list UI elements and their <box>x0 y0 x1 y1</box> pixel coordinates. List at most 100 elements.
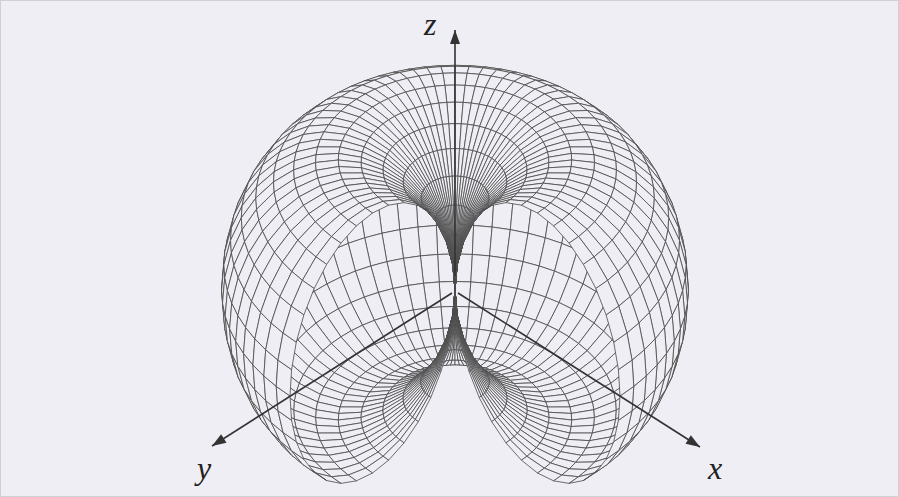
mesh-cell <box>440 343 449 371</box>
mesh-cell <box>462 224 472 243</box>
mesh-cell <box>569 473 594 483</box>
mesh-cell <box>457 244 463 266</box>
mesh-cell <box>547 167 571 173</box>
mesh-cell <box>439 281 455 306</box>
mesh-cell <box>340 401 364 407</box>
mesh-cell <box>457 240 464 265</box>
mesh-cell <box>455 290 457 316</box>
mesh-cell <box>455 66 469 73</box>
axis-label: y <box>197 452 211 484</box>
mesh-cell <box>457 240 464 265</box>
mesh-cell <box>470 369 483 396</box>
mesh-cell <box>439 343 448 370</box>
mesh-cell <box>429 370 441 397</box>
mesh-cell <box>447 242 453 265</box>
mesh-cell <box>455 290 457 316</box>
mesh-cell <box>316 425 340 433</box>
mesh-cell <box>457 243 463 266</box>
mesh-cell <box>455 290 457 316</box>
mesh-cell <box>457 316 462 343</box>
mesh-cell <box>455 290 457 316</box>
mesh-cell <box>453 290 455 316</box>
mesh-cell <box>506 440 527 460</box>
mesh-cell <box>453 290 455 316</box>
mesh-cell <box>596 450 619 472</box>
mesh-cell <box>457 242 463 265</box>
mesh-cell <box>437 222 447 243</box>
mesh-cell <box>448 244 454 266</box>
mesh-cell <box>570 425 594 433</box>
mesh-cell <box>446 241 453 265</box>
mesh-cell <box>400 420 419 443</box>
axis-line <box>212 293 452 446</box>
mesh-cell <box>439 225 448 244</box>
mesh-cell <box>463 222 473 243</box>
mesh-cell <box>469 212 481 227</box>
mesh-cell <box>291 280 314 315</box>
mesh-cell <box>546 401 570 407</box>
mesh-cell <box>453 290 455 316</box>
mesh-cell <box>446 240 453 265</box>
mesh-cell <box>455 290 457 316</box>
mesh-cell <box>427 369 440 396</box>
mesh-cell <box>457 243 463 265</box>
mesh-cell <box>316 473 341 483</box>
mesh-cell <box>462 343 471 370</box>
mesh-cell <box>446 240 453 265</box>
mesh-cell <box>339 167 363 173</box>
mesh-cell <box>455 290 457 316</box>
mesh-cell <box>461 343 470 371</box>
mesh-cell <box>455 290 457 316</box>
mesh-cell <box>455 290 457 315</box>
axis-label: x <box>708 452 722 484</box>
mesh-cell <box>453 290 455 315</box>
mesh-cell <box>447 316 453 343</box>
mesh-cell <box>463 223 473 243</box>
mesh-cell <box>453 290 455 316</box>
arrowhead <box>686 435 700 447</box>
coordinate-axes <box>212 30 700 447</box>
mesh-cell <box>596 280 619 315</box>
mesh-cell <box>448 316 453 343</box>
mesh-cell <box>437 223 447 243</box>
mesh-cell <box>568 139 593 147</box>
mesh-cell <box>440 226 449 244</box>
mesh-cell <box>457 241 464 265</box>
mesh-cell <box>429 212 441 227</box>
mesh-cell <box>446 241 453 265</box>
mesh-cell <box>457 241 464 265</box>
mesh-cell <box>447 243 453 266</box>
mesh-cell <box>461 226 470 244</box>
mesh-cell <box>291 450 314 472</box>
mesh-cell <box>492 420 511 443</box>
axis-label: z <box>424 8 436 40</box>
arrowhead <box>450 30 460 44</box>
mesh-cell <box>453 290 455 316</box>
mesh-cell <box>415 396 431 422</box>
mesh-cell <box>448 244 453 266</box>
mesh-cell <box>457 316 463 343</box>
mesh-cell <box>462 225 471 244</box>
mesh-cell <box>447 243 453 265</box>
mesh-cell <box>383 440 404 460</box>
mesh-cell <box>457 316 463 343</box>
mesh-cell <box>455 281 471 306</box>
mesh-cell <box>453 290 455 316</box>
mesh-cell <box>453 290 455 316</box>
axis-line <box>458 293 700 447</box>
mesh-cell <box>457 244 462 266</box>
mesh-cell <box>448 316 454 343</box>
mesh-cell <box>438 224 448 243</box>
mesh-cell <box>446 242 452 265</box>
mesh-cell <box>455 290 457 316</box>
mesh-cell <box>418 225 438 255</box>
mesh-cell <box>469 370 481 397</box>
axis-line <box>454 30 456 276</box>
mesh-cell <box>472 225 492 255</box>
mesh-cell <box>453 290 455 316</box>
mesh-cell <box>479 396 495 422</box>
mesh-cell <box>318 139 343 147</box>
